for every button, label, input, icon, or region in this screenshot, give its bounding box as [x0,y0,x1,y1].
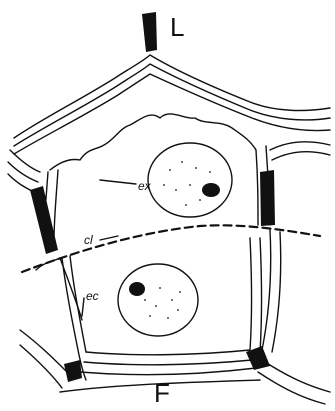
lower-right-wall [250,238,262,352]
lower-outer-right [258,360,330,404]
left-dark-bar [30,186,58,254]
ex-leader [100,180,136,184]
bottom-left-junction-dark [64,360,82,382]
nucleolus-upper [202,183,220,197]
right-dark-bar [260,170,275,226]
cell-plate [22,225,320,272]
outer-wall-upper [14,55,330,138]
label-bottom: F [154,378,170,408]
nucleus-lower [118,264,198,336]
label-top: L [170,12,184,42]
right-outer-walls [270,142,330,160]
ec-leader [82,298,84,316]
cl-leader [100,236,118,240]
label-cl: cl [84,233,93,247]
bottom-wall [80,350,256,375]
label-ex: ex [138,179,152,193]
lower-outer-left [20,330,70,388]
right-lower-walls [262,230,281,352]
left-outer-walls [8,150,40,192]
outer-wall-upper-2 [14,64,330,146]
nucleolus-lower [129,282,145,296]
nucleus-upper [148,143,232,217]
label-ec: ec [86,289,99,303]
top-dark-bar [142,12,157,52]
